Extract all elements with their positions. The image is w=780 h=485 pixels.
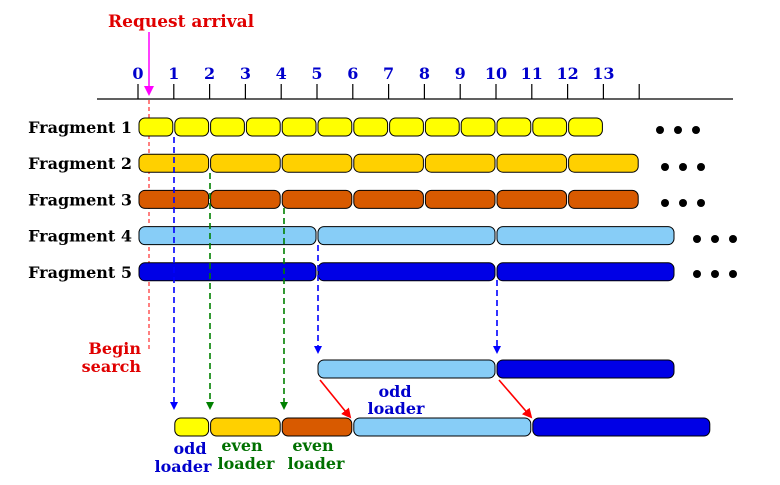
time-tick-label-8: 8 <box>419 64 430 83</box>
loader-label-1b: loader <box>155 457 212 476</box>
time-tick-label-4: 4 <box>276 64 287 83</box>
time-tick-label-10: 10 <box>485 64 507 83</box>
loader-label-2b: loader <box>218 454 275 473</box>
loader-arrows <box>170 137 501 410</box>
loader-row-1-segment-2 <box>496 359 675 379</box>
continuation-dots <box>656 126 737 278</box>
fragment-4-segment-2 <box>317 226 496 246</box>
time-tick-label-7: 7 <box>383 64 394 83</box>
loader-rows <box>174 359 711 437</box>
fragment-3-segment-5 <box>424 189 496 209</box>
loader-label-1a: odd <box>173 439 206 458</box>
fragment-3-segment-4 <box>353 189 424 209</box>
loader-row-2-segment-5 <box>532 417 711 437</box>
fragment-1-segment-3 <box>210 117 245 137</box>
fragment-2-segment-6 <box>496 153 568 173</box>
transfer-arrow-1 <box>319 379 352 419</box>
loader-label-4b: loader <box>368 399 425 418</box>
fragment-label-2: Fragment 2 <box>28 154 132 173</box>
fragment-3-segment-2 <box>210 189 281 209</box>
fragment-4-segment-1 <box>138 226 317 246</box>
fragment-1-segment-11 <box>496 117 532 137</box>
time-tick-label-3: 3 <box>240 64 251 83</box>
fragment-rows: Fragment 1 Fragment 2 Fragment 3 Fragment 4… <box>28 117 675 282</box>
fragment-1-segment-10 <box>460 117 496 137</box>
fragment-3-segment-6 <box>496 189 568 209</box>
time-tick-label-13: 13 <box>592 64 614 83</box>
fragment-5-segment-3 <box>496 262 675 282</box>
fragment-1-segment-12 <box>532 117 568 137</box>
time-tick-label-1: 1 <box>168 64 179 83</box>
fragment-1-segment-5 <box>281 117 317 137</box>
loader-label-2a: even <box>221 436 263 455</box>
loader-row-2-segment-1 <box>174 417 210 437</box>
fragment-label-5: Fragment 5 <box>28 263 132 282</box>
time-tick-label-5: 5 <box>311 64 322 83</box>
fragment-label-3: Fragment 3 <box>28 190 132 209</box>
fragment-5-segment-2 <box>317 262 496 282</box>
time-tick-label-0: 0 <box>132 64 143 83</box>
fragment-1-segment-6 <box>317 117 353 137</box>
fragment-2-segment-5 <box>424 153 496 173</box>
loader-row-2-segment-2 <box>210 417 281 437</box>
transfer-arrow-2 <box>498 379 533 419</box>
fragment-3-segment-7 <box>568 189 639 209</box>
request-arrival-label: Request arrival <box>108 12 255 32</box>
fragment-1-segment-13 <box>568 117 603 137</box>
fragment-2-segment-7 <box>568 153 639 173</box>
time-tick-label-11: 11 <box>521 64 543 83</box>
transfer-arrows <box>319 379 533 419</box>
time-tick-label-9: 9 <box>455 64 466 83</box>
fragment-2-segment-2 <box>210 153 281 173</box>
loader-label-4a: odd <box>378 382 411 401</box>
fragment-2-segment-4 <box>353 153 424 173</box>
time-tick-label-12: 12 <box>556 64 578 83</box>
fragment-1-segment-4 <box>245 117 281 137</box>
time-tick-label-2: 2 <box>204 64 215 83</box>
fragment-4-segment-3 <box>496 226 675 246</box>
loader-label-3b: loader <box>288 454 345 473</box>
fragment-label-1: Fragment 1 <box>28 118 132 137</box>
loader-row-2-segment-4 <box>353 417 532 437</box>
begin-search-label-2: search <box>82 357 142 376</box>
fragment-1-segment-8 <box>389 117 424 137</box>
fragment-3-segment-3 <box>281 189 353 209</box>
fragment-5-segment-1 <box>138 262 317 282</box>
fragment-2-segment-3 <box>281 153 353 173</box>
fragment-1-segment-1 <box>138 117 174 137</box>
time-tick-label-6: 6 <box>347 64 358 83</box>
loader-row-1-segment-1 <box>317 359 496 379</box>
fragment-1-segment-9 <box>424 117 460 137</box>
loader-label-3a: even <box>292 436 334 455</box>
begin-search-label-1: Begin <box>88 339 141 358</box>
fragment-1-segment-7 <box>353 117 389 137</box>
loader-row-2-segment-3 <box>281 417 353 437</box>
fragment-1-segment-2 <box>174 117 210 137</box>
fragment-label-4: Fragment 4 <box>28 227 132 246</box>
time-tick-marks <box>137 84 640 99</box>
